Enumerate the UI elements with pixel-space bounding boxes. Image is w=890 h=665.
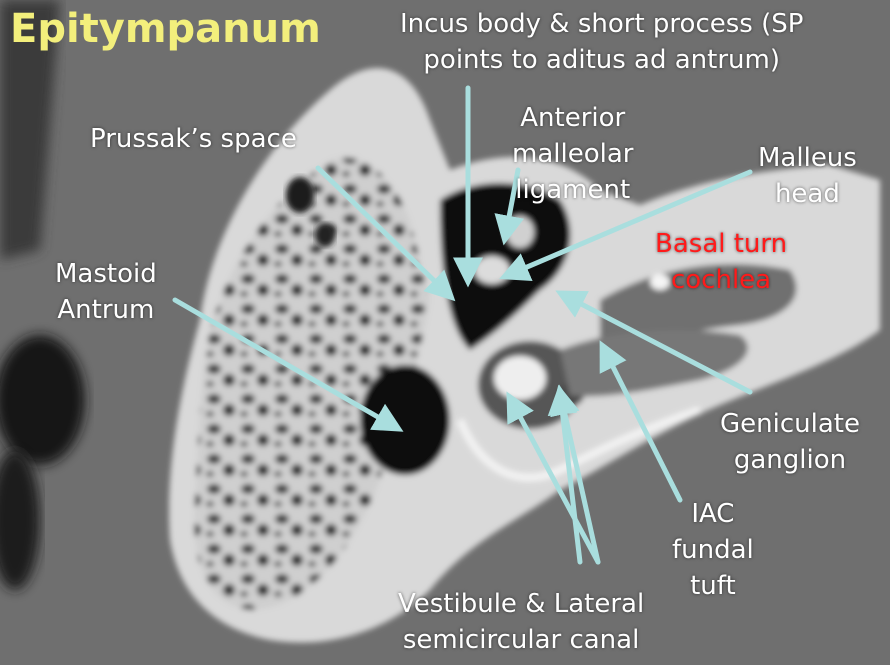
label-basal-turn-cochlea: Basal turn cochlea	[655, 226, 787, 298]
label-line: IAC	[691, 499, 735, 529]
label-line: Mastoid	[55, 259, 157, 289]
label-mastoid-antrum: Mastoid Antrum	[55, 256, 157, 328]
label-line: Basal turn	[655, 229, 788, 259]
label-line: tuft	[690, 571, 736, 601]
label-line: Incus body & short process (SP	[400, 9, 804, 39]
label-incus-body: Incus body & short process (SP points to…	[400, 6, 803, 78]
label-line: Antrum	[57, 295, 155, 325]
label-line: cochlea	[670, 265, 772, 295]
label-line: points to aditus ad antrum)	[423, 45, 780, 75]
label-line: semicircular canal	[402, 625, 640, 655]
label-line: Anterior	[520, 103, 626, 133]
label-anterior-malleolar-ligament: Anterior malleolar ligament	[512, 100, 633, 208]
label-line: Malleus	[758, 143, 857, 173]
label-line: Geniculate	[720, 409, 860, 439]
label-line: head	[774, 179, 840, 209]
label-line: fundal	[672, 535, 754, 565]
label-line: malleolar	[512, 139, 634, 169]
label-line: Vestibule & Lateral	[398, 589, 645, 619]
label-malleus-head: Malleus head	[758, 140, 857, 212]
label-iac-fundal-tuft: IAC fundal tuft	[672, 496, 754, 604]
label-prussaks-space: Prussak’s space	[90, 121, 297, 157]
label-line: ligament	[515, 175, 631, 205]
label-line: ganglion	[733, 445, 847, 475]
label-line: Prussak’s space	[90, 124, 297, 154]
figure-title: Epitympanum	[10, 6, 321, 52]
label-vestibule-lateral-scc: Vestibule & Lateral semicircular canal	[398, 586, 644, 658]
label-geniculate-ganglion: Geniculate ganglion	[720, 406, 860, 478]
